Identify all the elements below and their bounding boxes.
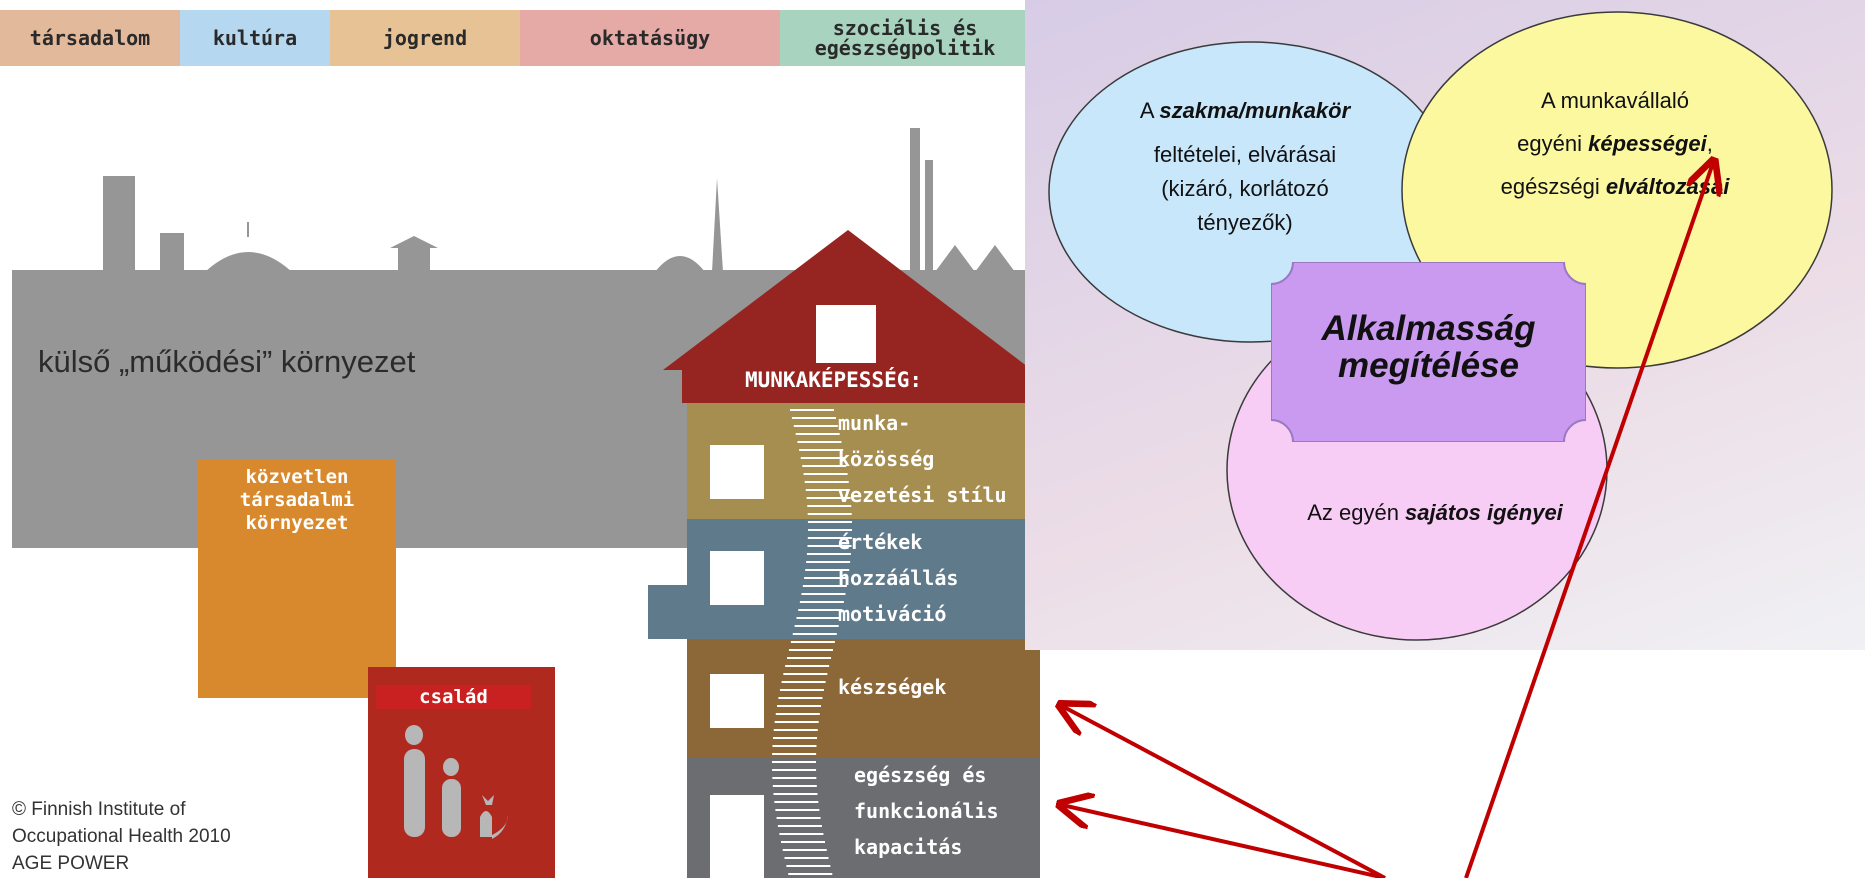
floor-4-text: egészség és funkcionális kapacitás [854, 757, 999, 865]
venn-left-line2: feltételei, elvárásai [1153, 142, 1337, 167]
venn-bottom-emph: sajátos igényei [1405, 500, 1563, 525]
venn-right-line2-post: , [1706, 131, 1713, 156]
floor-1-line2: közösség [838, 447, 935, 471]
venn-right-line2: egyéni képességei, [1465, 127, 1765, 161]
venn-left-pre: A [1139, 98, 1160, 123]
floor-1-text: munka- közösség vezetési stílu [838, 405, 1033, 513]
copyright-notice: © Finnish Institute of Occupational Heal… [12, 796, 231, 877]
dome-building [205, 252, 292, 272]
social-env-line3: környezet [245, 512, 349, 534]
category-tarsadalom: társadalom [0, 10, 180, 66]
pavilion-roof [390, 236, 438, 248]
venn-bottom-text: Az egyén sajátos igényei [1270, 496, 1600, 530]
arrow-to-skills [1062, 706, 1386, 878]
venn-right-line3-pre: egészségi [1500, 174, 1606, 199]
skyline-illustration [12, 128, 1040, 878]
category-jogrend: jogrend [330, 10, 520, 66]
center-line1: Alkalmasság [1321, 309, 1536, 348]
family-label: család [376, 685, 531, 709]
venn-left-line4: tényezők) [1197, 210, 1293, 235]
window-floor-4 [710, 795, 764, 878]
pavilion-base [398, 248, 430, 272]
social-env-line1: közvetlen [245, 466, 349, 488]
floor-3-text: készségek [838, 669, 946, 705]
copyright-line2: Occupational Health 2010 [12, 826, 231, 847]
building-tall [103, 176, 135, 272]
floor-2-line3: motiváció [838, 602, 947, 626]
category-oktatasugy: oktatásügy [520, 10, 780, 66]
floor-4-line1: egészség és [854, 763, 987, 787]
venn-left-line1: A szakma/munkakör [1090, 94, 1400, 128]
floor-4-line2: funkcionális [854, 799, 999, 823]
venn-left-text: A szakma/munkakör feltételei, elvárásai … [1090, 94, 1400, 240]
floor-2-line2: hozzáállás [838, 566, 959, 590]
venn-left-line3: (kizáró, korlátozó [1161, 176, 1329, 201]
social-environment-box: közvetlen társadalmi környezet [198, 460, 396, 698]
venn-right-line2-emph: képességei [1588, 131, 1707, 156]
chimney [925, 160, 933, 272]
floor-1-line3: vezetési stílu [838, 483, 1007, 507]
social-environment-title: közvetlen társadalmi környezet [198, 466, 396, 535]
roof-band [682, 367, 1040, 403]
building-small [160, 233, 184, 273]
house-roof-label: MUNKAKÉPESSÉG: [745, 368, 923, 392]
floor-1-line1: munka- [838, 411, 911, 435]
copyright-line3: AGE POWER [12, 853, 130, 874]
family-icon [404, 725, 508, 839]
floor-2-balcony [648, 585, 693, 639]
venn-right-line3: egészségi elváltozásai [1465, 170, 1765, 204]
window-floor-3 [710, 674, 764, 728]
floor-2-line1: értékek [838, 530, 923, 554]
venn-right-line3-emph: elváltozásai [1605, 174, 1730, 199]
center-label: Alkalmasság megítélése [1271, 310, 1586, 384]
social-env-line2: társadalmi [239, 489, 355, 511]
arrow-to-health [1062, 805, 1386, 878]
venn-right-line2-pre: egyéni [1517, 131, 1589, 156]
copyright-line1: © Finnish Institute of [12, 799, 186, 820]
venn-bottom-pre: Az egyén [1307, 500, 1406, 525]
roof-window [816, 305, 876, 363]
venn-right-line1: A munkavállaló [1541, 88, 1689, 113]
category-szocialis: szociális és egészségpolitik [780, 10, 1030, 66]
category-szocialis-line2: egészségpolitik [814, 36, 996, 60]
house-roof [663, 230, 1032, 370]
window-floor-1 [710, 445, 764, 499]
floor-4-line3: kapacitás [854, 835, 963, 859]
staircase [772, 409, 852, 875]
center-line2: megítélése [1338, 346, 1519, 385]
venn-left-emph: szakma/munkakör [1159, 98, 1351, 123]
venn-right-text: A munkavállaló egyéni képességei, egészs… [1465, 84, 1765, 204]
dome-small [655, 256, 705, 272]
chimney-tall [910, 128, 920, 272]
spire-building [712, 178, 723, 272]
floor-2-text: értékek hozzáállás motiváció [838, 524, 958, 632]
floor-3-line1: készségek [838, 675, 947, 699]
environment-label: külső „működési” környezet [38, 344, 416, 379]
factory-roof [935, 245, 1015, 272]
category-kultura: kultúra [180, 10, 330, 66]
category-szocialis-line1: szociális és [832, 16, 978, 40]
family-box: család [368, 667, 555, 878]
window-floor-2 [710, 551, 764, 605]
